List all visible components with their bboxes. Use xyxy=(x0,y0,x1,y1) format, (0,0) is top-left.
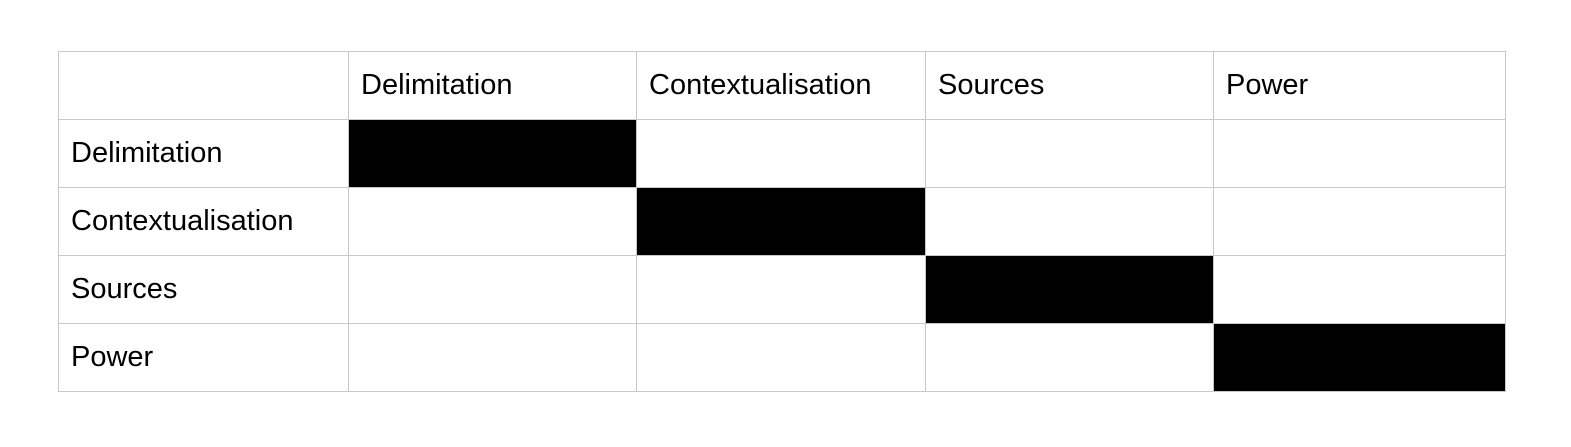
header-row: Delimitation Contextualisation Sources P… xyxy=(58,51,1506,120)
cell-sources-delimitation xyxy=(348,255,637,324)
cell-power-contextualisation xyxy=(636,323,926,392)
column-header-delimitation: Delimitation xyxy=(348,51,637,120)
cell-delimitation-power xyxy=(1213,119,1506,188)
row-header-delimitation: Delimitation xyxy=(58,119,349,188)
row-header-contextualisation: Contextualisation xyxy=(58,187,349,256)
cell-power-sources xyxy=(925,323,1214,392)
row-header-sources: Sources xyxy=(58,255,349,324)
cell-sources-contextualisation xyxy=(636,255,926,324)
corner-cell xyxy=(58,51,349,120)
diagonal-matrix-table: Delimitation Contextualisation Sources P… xyxy=(58,51,1506,392)
column-header-contextualisation: Contextualisation xyxy=(636,51,926,120)
table-row-delimitation: Delimitation xyxy=(58,119,1506,188)
cell-sources-power xyxy=(1213,255,1506,324)
cell-contextualisation-contextualisation xyxy=(636,187,926,256)
cell-delimitation-sources xyxy=(925,119,1214,188)
cell-power-delimitation xyxy=(348,323,637,392)
cell-delimitation-contextualisation xyxy=(636,119,926,188)
column-header-power: Power xyxy=(1213,51,1506,120)
table-row-sources: Sources xyxy=(58,255,1506,324)
cell-contextualisation-delimitation xyxy=(348,187,637,256)
row-header-power: Power xyxy=(58,323,349,392)
table-row-contextualisation: Contextualisation xyxy=(58,187,1506,256)
cell-delimitation-delimitation xyxy=(348,119,637,188)
cell-power-power xyxy=(1213,323,1506,392)
cell-contextualisation-power xyxy=(1213,187,1506,256)
table-row-power: Power xyxy=(58,323,1506,392)
column-header-sources: Sources xyxy=(925,51,1214,120)
cell-sources-sources xyxy=(925,255,1214,324)
cell-contextualisation-sources xyxy=(925,187,1214,256)
